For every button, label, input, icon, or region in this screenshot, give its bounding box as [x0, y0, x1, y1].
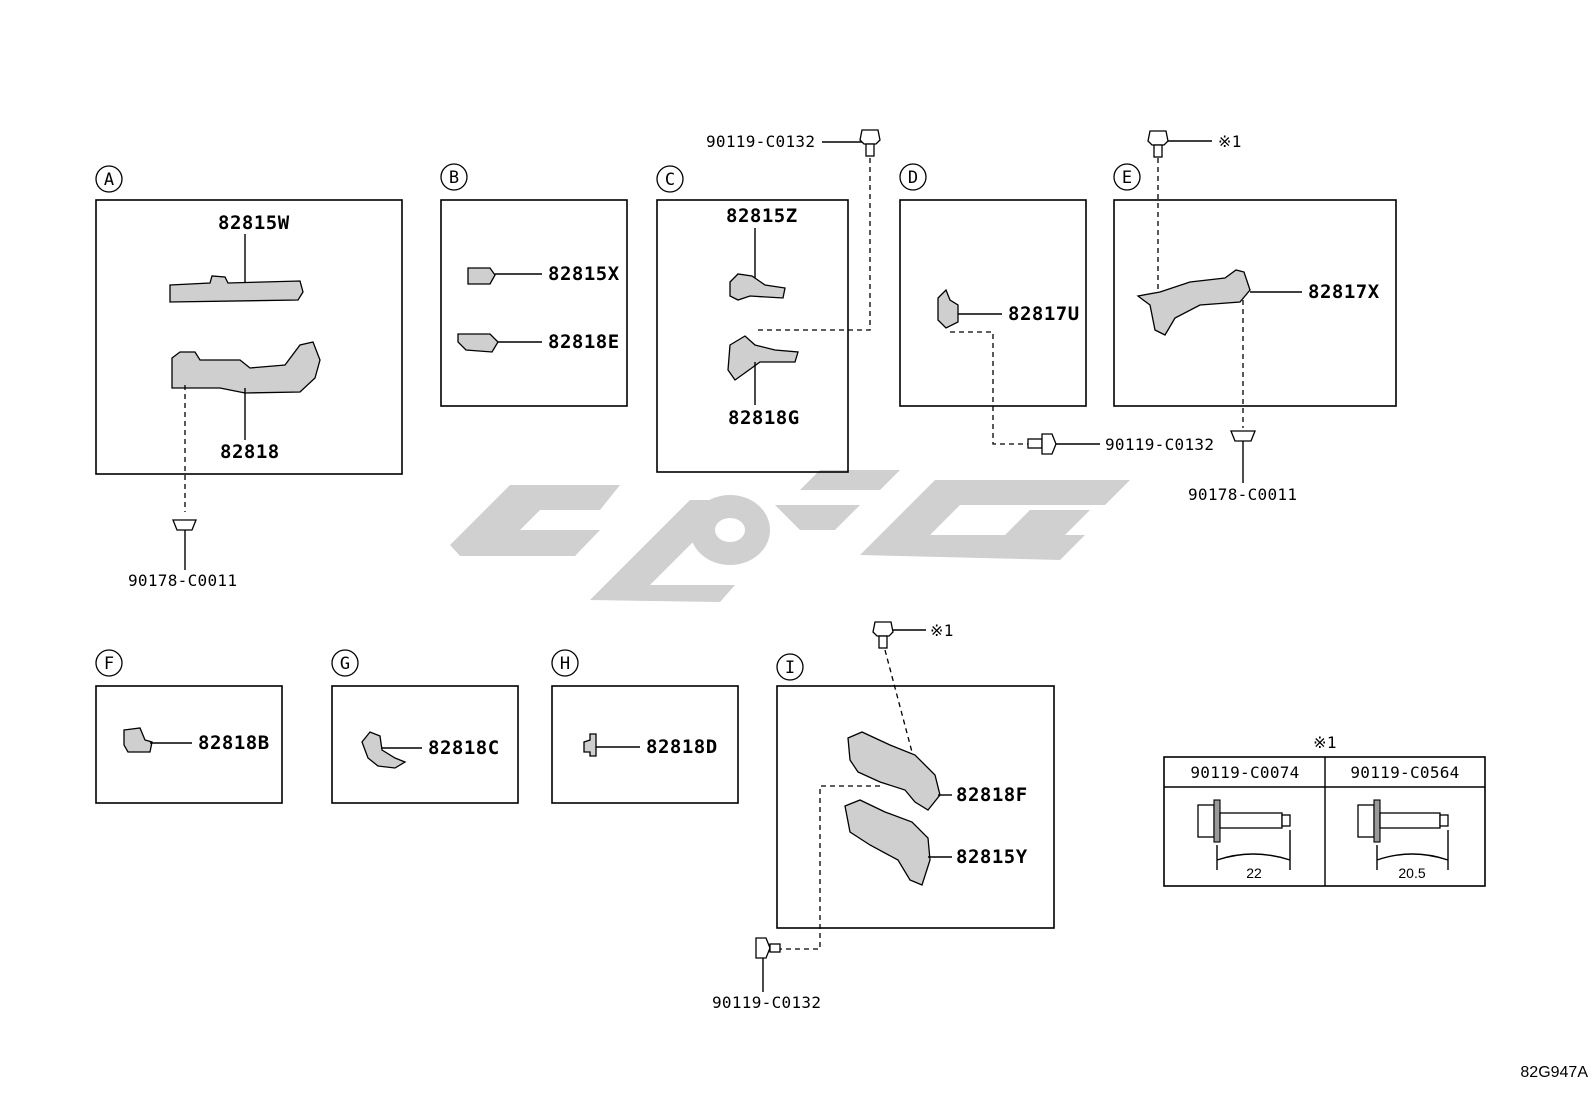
part-number-82815x[interactable]: 82815X	[548, 263, 620, 285]
bolt-shank-i	[878, 635, 888, 649]
fastener-90119-c0132-c[interactable]: 90119-C0132	[706, 132, 815, 151]
part-82815w-illustration[interactable]	[169, 275, 304, 303]
section-d-label: D	[908, 168, 918, 188]
bolt-icon-e	[1147, 130, 1169, 146]
part-number-82817u[interactable]: 82817U	[1008, 303, 1080, 325]
legend-table: ※1 90119-C0074 90119-C0564 22 20.5	[1163, 733, 1486, 887]
section-h: H 82818D	[551, 649, 739, 804]
section-h-label: H	[560, 654, 570, 674]
section-b-label: B	[449, 168, 459, 188]
section-g-box	[331, 685, 519, 804]
part-number-82818d[interactable]: 82818D	[646, 736, 718, 758]
section-i-box	[776, 685, 1055, 929]
note-mark-e[interactable]: ※1	[1218, 132, 1242, 151]
part-82815x-illustration[interactable]	[467, 267, 496, 285]
fastener-90119-c0132-d[interactable]: 90119-C0132	[1105, 435, 1214, 454]
legend-col2-part[interactable]: 90119-C0564	[1350, 763, 1459, 782]
part-82818g-illustration[interactable]	[727, 335, 799, 381]
legend-col1-dimension: 22	[1246, 865, 1262, 881]
section-b-box	[440, 199, 628, 407]
clip-icon	[172, 519, 197, 531]
fastener-90119-c0132-i[interactable]: 90119-C0132	[712, 993, 821, 1012]
section-c-box	[656, 199, 849, 473]
section-c-label: C	[665, 170, 675, 190]
bolt-washer	[1373, 799, 1381, 843]
part-82815z-illustration[interactable]	[729, 273, 786, 301]
bolt-shank-i2	[769, 943, 781, 953]
clip-icon-e	[1230, 430, 1256, 442]
diagram-code: 82G947A	[1520, 1064, 1588, 1081]
part-number-82815y[interactable]: 82815Y	[956, 846, 1028, 868]
fastener-90178-c0011-e[interactable]: 90178-C0011	[1188, 485, 1297, 504]
bolt-shank-e	[1153, 144, 1163, 158]
section-e: E ※1 82817X 90178-C0011	[1113, 130, 1397, 504]
section-i-label: I	[785, 658, 795, 678]
section-e-label: E	[1122, 168, 1132, 188]
part-number-82817x[interactable]: 82817X	[1308, 281, 1380, 303]
part-number-82815w[interactable]: 82815W	[218, 212, 290, 234]
bolt-shank	[1379, 812, 1441, 829]
bolt-head	[1197, 804, 1215, 838]
bolt-icon	[859, 129, 881, 145]
part-82818c-illustration[interactable]	[361, 731, 407, 769]
part-82818e-illustration[interactable]	[457, 333, 499, 353]
bolt-shank-d	[1027, 438, 1043, 449]
watermark	[450, 470, 1130, 602]
section-g: G 82818C	[331, 649, 519, 804]
bolt-washer	[1213, 799, 1221, 843]
section-i: I ※1 82818F 82815Y 90119-C0132	[712, 621, 1055, 1012]
bolt-icon-i2	[755, 937, 771, 959]
part-number-82818b[interactable]: 82818B	[198, 732, 270, 754]
bolt-icon-d	[1041, 433, 1057, 455]
section-a-label: A	[104, 170, 114, 190]
part-82818d-illustration[interactable]	[583, 733, 597, 757]
part-number-82818g[interactable]: 82818G	[728, 407, 800, 429]
part-number-82818f[interactable]: 82818F	[956, 784, 1028, 806]
section-a-box	[95, 199, 403, 475]
legend-bolt-1: 22	[1197, 799, 1291, 881]
part-82818-illustration[interactable]	[171, 341, 321, 394]
section-d: D 82817U 90119-C0132	[899, 163, 1214, 455]
bolt-head	[1357, 804, 1375, 838]
bolt-tip	[1281, 814, 1291, 827]
section-h-box	[551, 685, 739, 804]
legend-title: ※1	[1313, 733, 1337, 752]
part-number-82815z[interactable]: 82815Z	[726, 205, 798, 227]
part-number-82818e[interactable]: 82818E	[548, 331, 620, 353]
part-82818b-illustration[interactable]	[123, 727, 153, 753]
section-b: B 82815X 82818E	[440, 163, 628, 407]
section-f-box	[95, 685, 283, 804]
bolt-shank	[1219, 812, 1283, 829]
section-g-label: G	[340, 654, 350, 674]
section-e-box	[1113, 199, 1397, 407]
section-f: F 82818B	[95, 649, 283, 804]
part-82818f-illustration[interactable]	[847, 731, 941, 811]
part-82817u-illustration[interactable]	[937, 288, 959, 329]
part-number-82818[interactable]: 82818	[220, 441, 280, 463]
part-82815y-illustration[interactable]	[844, 799, 931, 886]
part-82817x-illustration[interactable]	[1136, 269, 1251, 336]
legend-col1-part[interactable]: 90119-C0074	[1190, 763, 1299, 782]
section-a: A 82815W 82818 90178-C0011	[95, 165, 403, 590]
part-number-82818c[interactable]: 82818C	[428, 737, 500, 759]
fastener-90178-c0011-a[interactable]: 90178-C0011	[128, 571, 237, 590]
section-f-label: F	[104, 654, 114, 674]
note-mark-i[interactable]: ※1	[930, 621, 954, 640]
legend-bolt-2: 20.5	[1357, 799, 1449, 881]
bolt-tip	[1439, 814, 1449, 827]
bolt-shank	[865, 143, 875, 157]
legend-col2-dimension: 20.5	[1398, 865, 1425, 881]
bolt-icon-i	[872, 621, 894, 637]
section-c: C 90119-C0132 82815Z 82818G	[656, 129, 881, 473]
